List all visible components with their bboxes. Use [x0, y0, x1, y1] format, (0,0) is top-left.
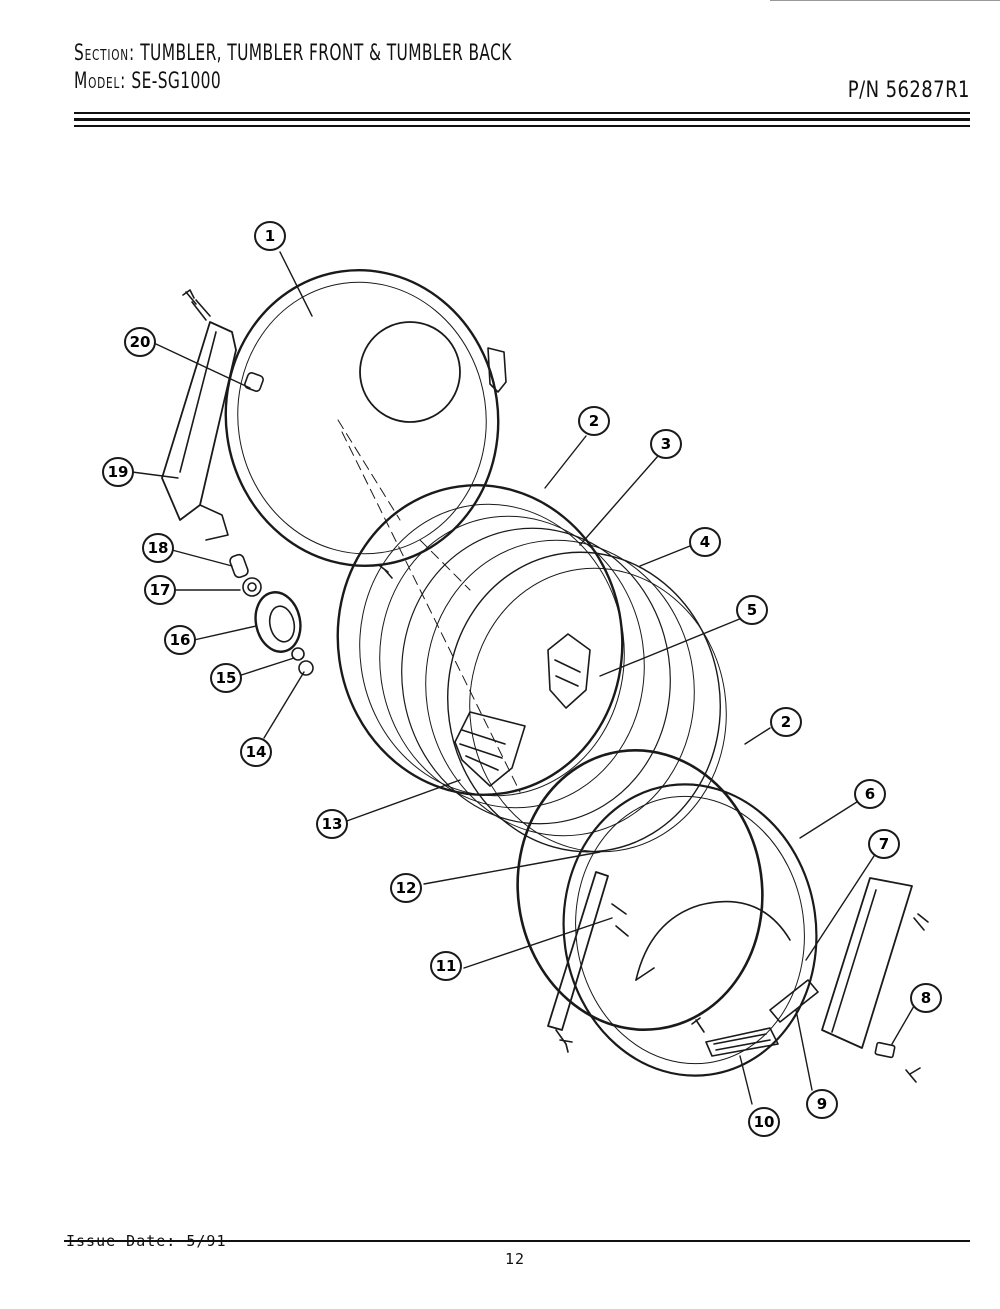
callout-6: 6 [854, 779, 886, 809]
callout-label: 9 [817, 1095, 827, 1113]
callout-label: 12 [396, 879, 417, 897]
part-number: P/N 56287R1 [847, 78, 970, 103]
callout-label: 5 [747, 601, 757, 619]
callout-label: 11 [436, 957, 457, 975]
callout-17: 17 [144, 575, 176, 605]
callout-2: 2 [578, 406, 610, 436]
callout-4: 4 [689, 527, 721, 557]
callout-label: 7 [879, 835, 889, 853]
callout-label: 2 [781, 713, 791, 731]
callout-label: 18 [148, 539, 169, 557]
section-value: TUMBLER, TUMBLER FRONT & TUMBLER BACK [140, 41, 512, 66]
callout-11: 11 [430, 951, 462, 981]
issue-date: Issue Date: 5/91 [66, 1232, 227, 1250]
page-number: 12 [505, 1250, 526, 1268]
callout-label: 17 [150, 581, 171, 599]
callout-label: 13 [322, 815, 343, 833]
callout-label: 3 [661, 435, 671, 453]
callout-20: 20 [124, 327, 156, 357]
callout-label: 2 [589, 412, 599, 430]
callout-10: 10 [748, 1107, 780, 1137]
tumbler-front-part [516, 749, 929, 1083]
callout-label: 19 [108, 463, 129, 481]
callout-label: 6 [865, 785, 875, 803]
callout-19: 19 [102, 457, 134, 487]
callout-9: 9 [806, 1089, 838, 1119]
top-edge-rule [770, 0, 1000, 1]
callout-label: 8 [921, 989, 931, 1007]
footer-rule [64, 1240, 970, 1242]
callout-3: 3 [650, 429, 682, 459]
callout-label: 1 [265, 227, 275, 245]
callout-label: 20 [130, 333, 151, 351]
callout-7: 7 [868, 829, 900, 859]
model-line: Model: SE-SG1000 [74, 68, 773, 96]
tumbler-back-part [161, 269, 507, 591]
page-header: Section: TUMBLER, TUMBLER FRONT & TUMBLE… [74, 40, 970, 103]
callout-12: 12 [390, 873, 422, 903]
callout-label: 16 [170, 631, 191, 649]
header-rule-3 [74, 125, 970, 127]
header-rule-1 [74, 112, 970, 114]
model-value: SE-SG1000 [131, 69, 222, 94]
roller-assembly-parts [229, 553, 314, 676]
callout-2: 2 [770, 707, 802, 737]
callout-1: 1 [254, 221, 286, 251]
header-rule-2 [74, 118, 970, 121]
section-label: Section: [74, 41, 135, 66]
callout-16: 16 [164, 625, 196, 655]
callout-label: 4 [700, 533, 710, 551]
section-line: Section: TUMBLER, TUMBLER FRONT & TUMBLE… [74, 40, 773, 68]
callout-18: 18 [142, 533, 174, 563]
leader-lines [131, 251, 915, 1105]
callout-8: 8 [910, 983, 942, 1013]
callout-label: 15 [216, 669, 237, 687]
callout-5: 5 [736, 595, 768, 625]
model-label: Model: [74, 69, 127, 94]
callout-label: 10 [754, 1113, 775, 1131]
callout-label: 14 [246, 743, 267, 761]
callout-15: 15 [210, 663, 242, 693]
callout-14: 14 [240, 737, 272, 767]
tumbler-drum-part [336, 431, 727, 853]
callout-13: 13 [316, 809, 348, 839]
